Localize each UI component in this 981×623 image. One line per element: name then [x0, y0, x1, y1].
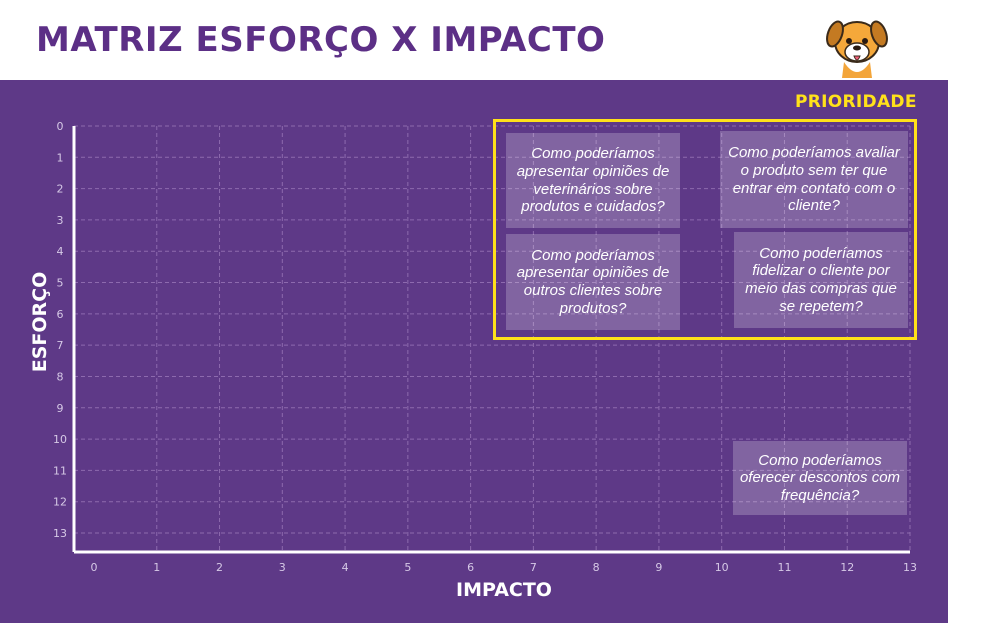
- y-tick-label: 5: [57, 277, 64, 290]
- y-tick-label: 3: [57, 214, 64, 227]
- y-tick-label: 2: [57, 183, 64, 196]
- y-tick-label: 6: [57, 308, 64, 321]
- sticky-note-vet-opinions: Como poderíamos apresentar opiniões de v…: [506, 133, 680, 228]
- x-tick-label: 1: [153, 561, 160, 574]
- page-title: MATRIZ ESFORÇO X IMPACTO: [36, 20, 606, 60]
- x-tick-label: 6: [467, 561, 474, 574]
- x-tick-label: 5: [404, 561, 411, 574]
- y-tick-label: 11: [53, 464, 67, 477]
- y-tick-label: 8: [57, 370, 64, 383]
- y-tick-label: 0: [57, 120, 64, 133]
- y-tick-label: 7: [57, 339, 64, 352]
- y-tick-label: 13: [53, 527, 67, 540]
- x-tick-label: 0: [91, 561, 98, 574]
- priority-label: PRIORIDADE: [795, 92, 917, 112]
- sticky-note-discounts: Como poderíamos oferecer descontos com f…: [733, 441, 907, 515]
- sticky-note-evaluate-product: Como poderíamos avaliar o produto sem te…: [720, 131, 908, 228]
- x-tick-label: 10: [715, 561, 729, 574]
- dog-mascot-icon: [826, 20, 888, 78]
- y-tick-label: 10: [53, 433, 67, 446]
- y-tick-label: 4: [57, 245, 64, 258]
- x-tick-label: 4: [342, 561, 349, 574]
- y-tick-label: 1: [57, 151, 64, 164]
- x-tick-label: 2: [216, 561, 223, 574]
- x-tick-label: 11: [777, 561, 791, 574]
- x-tick-label: 8: [593, 561, 600, 574]
- x-axis-title: IMPACTO: [456, 579, 552, 601]
- sticky-note-client-opinions: Como poderíamos apresentar opiniões de o…: [506, 234, 680, 330]
- y-tick-label: 9: [57, 402, 64, 415]
- sticky-note-loyalty: Como poderíamos fidelizar o cliente por …: [734, 232, 908, 328]
- y-tick-label: 12: [53, 496, 67, 509]
- x-tick-label: 7: [530, 561, 537, 574]
- x-tick-label: 13: [903, 561, 917, 574]
- x-tick-label: 3: [279, 561, 286, 574]
- priority-zone: [493, 119, 917, 340]
- x-tick-label: 9: [655, 561, 662, 574]
- y-axis-title: ESFORÇO: [29, 271, 51, 373]
- x-tick-label: 12: [840, 561, 854, 574]
